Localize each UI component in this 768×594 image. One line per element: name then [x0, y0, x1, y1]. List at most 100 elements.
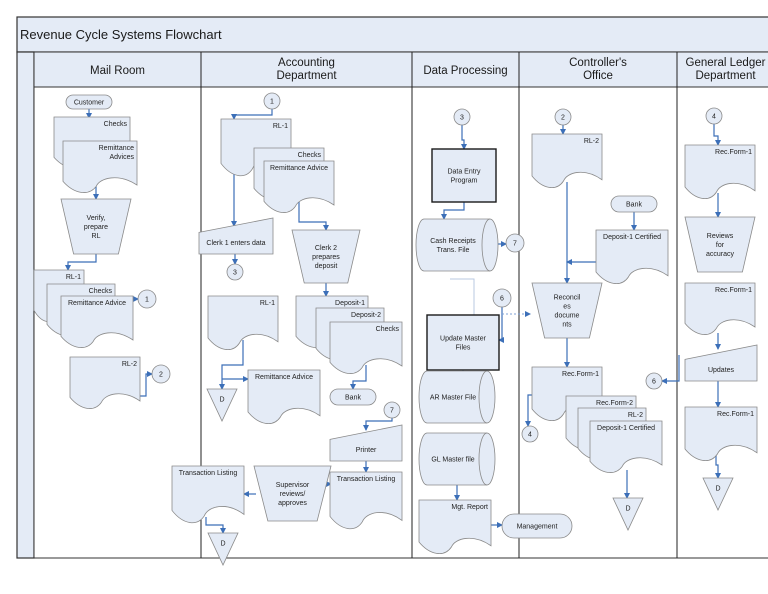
node-dp-c7: 7	[505, 233, 525, 253]
node-label: Files	[456, 345, 471, 352]
connector-circle	[226, 263, 244, 281]
node-label: prepare	[84, 224, 108, 231]
flow-arrow	[525, 394, 532, 427]
node-ac-d1: D	[206, 388, 238, 422]
node-label: Rec.Form-1	[562, 371, 599, 378]
node-ac-bank: Bank	[329, 388, 377, 406]
flow-arrow	[65, 254, 97, 271]
node-mr-rl2: RL-2	[69, 356, 141, 409]
connector-circle	[645, 372, 663, 390]
node-mr-c1: 1	[137, 289, 157, 309]
document-shape	[684, 406, 758, 461]
node-label: D	[625, 506, 630, 513]
manual-operation-shape	[60, 198, 132, 255]
node-label: Transaction Listing	[179, 470, 238, 477]
node-label: 2	[561, 115, 565, 122]
document-shape	[329, 321, 403, 374]
lane-header-mail: Mail Room	[90, 65, 145, 77]
node-co-dep1: Deposit-1 Certified	[595, 229, 669, 284]
terminal-shape	[501, 513, 573, 539]
node-label: Program	[451, 178, 478, 185]
flow-arrow	[441, 202, 465, 220]
node-label: Remittance Advice	[68, 300, 126, 307]
manual-operation-shape	[531, 282, 603, 339]
node-label: Advices	[109, 154, 134, 161]
flow-arrow	[713, 124, 721, 146]
node-ac-printer: Printer	[329, 424, 403, 462]
manual-operation-shape	[684, 216, 756, 273]
node-ac-super: Supervisor reviews/approves	[253, 465, 332, 522]
flow-arrow	[461, 125, 467, 150]
node-label: 2	[159, 372, 163, 379]
node-label: RL-2	[628, 412, 643, 419]
node-label: approves	[278, 500, 307, 507]
node-ac-c3: 3	[226, 263, 244, 281]
terminal-shape	[329, 388, 377, 406]
node-label: GL Master file	[431, 457, 474, 464]
flow-arrow	[350, 365, 367, 390]
diagram-title: Revenue Cycle Systems Flowchart	[20, 27, 222, 42]
document-shape	[207, 295, 279, 350]
connector-circle	[492, 288, 512, 308]
process-box	[426, 314, 500, 371]
node-label: 4	[712, 114, 716, 121]
node-label: nts	[562, 322, 572, 329]
document-shape	[589, 420, 663, 473]
node-ac-d2: D	[207, 532, 239, 566]
connector-circle	[453, 108, 471, 126]
node-label: es	[563, 304, 571, 311]
flow-arrow	[715, 455, 721, 479]
connector-circle	[505, 233, 525, 253]
node-gl-rec1c: Rec.Form-1	[684, 406, 758, 461]
node-label: prepares	[312, 254, 340, 261]
flow-arrow	[661, 355, 680, 384]
document-shape	[595, 229, 669, 284]
node-label: for	[716, 242, 725, 249]
node-label: deposit	[315, 263, 338, 270]
node-label: 6	[652, 379, 656, 386]
manual-operation-shape	[291, 229, 361, 284]
connector-circle	[383, 401, 401, 419]
node-ac-remit: Remittance Advice	[263, 160, 335, 213]
node-label: Remittance Advice	[270, 165, 328, 172]
node-label: 6	[500, 296, 504, 303]
flow-arrow	[298, 202, 329, 231]
lane-header-row	[33, 51, 768, 88]
disk-storage-shape	[415, 218, 499, 272]
node-label: reviews/	[280, 491, 306, 498]
terminal-shape	[610, 195, 658, 213]
lane-header-acct: Accounting	[278, 57, 335, 69]
connector-circle	[554, 108, 572, 126]
manual-input-shape	[198, 217, 274, 255]
connector-circle	[263, 92, 281, 110]
flow-arrow	[205, 517, 226, 534]
lane-header-ctrl: Controller's	[569, 57, 627, 69]
node-mr-c2: 2	[151, 364, 171, 384]
node-label: Remittance Advice	[255, 374, 313, 381]
node-label: Checks	[104, 121, 128, 128]
offline-file-triangle	[206, 388, 238, 422]
node-co-c2: 2	[554, 108, 572, 126]
node-label: RL-1	[273, 123, 288, 130]
lane-header-ctrl: Office	[583, 70, 613, 82]
flow-arrow	[363, 418, 393, 431]
node-gl-d: D	[702, 477, 734, 511]
node-label: Bank	[626, 202, 642, 209]
node-label: Supervisor	[276, 482, 310, 489]
node-label: Customer	[74, 100, 105, 107]
node-ac-clerk1: Clerk 1 enters data	[198, 217, 274, 255]
node-mr-remit2: Remittance Advice	[60, 295, 134, 348]
node-label: Clerk 1 enters data	[206, 240, 265, 247]
node-label: Reconcil	[554, 295, 581, 302]
node-label: 7	[390, 408, 394, 415]
node-label: Trans. File	[437, 247, 470, 254]
document-shape	[69, 356, 141, 409]
document-shape	[62, 140, 138, 193]
node-gl-c6: 6	[645, 372, 663, 390]
